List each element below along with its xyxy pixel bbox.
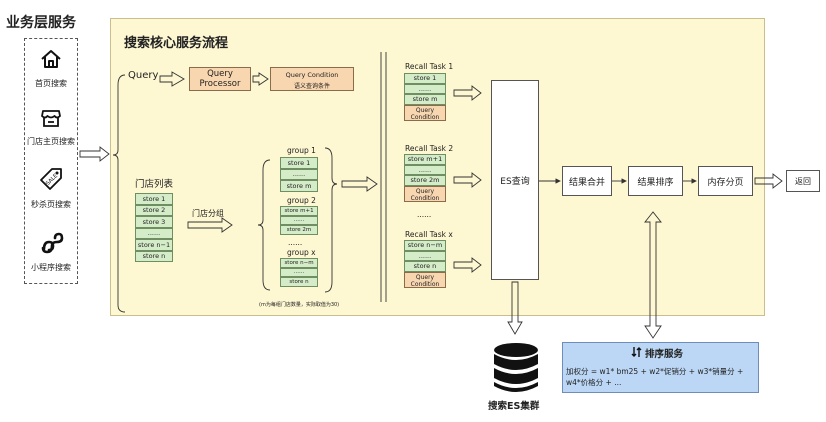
biz-item-mini-program-search: 小程序搜索 (31, 263, 71, 272)
group-row: ...... (280, 267, 318, 277)
arrow-recall1-es (453, 85, 482, 101)
recall-row: ...... (404, 83, 446, 94)
recall-row: ...... (404, 250, 446, 261)
group-row: store 1 (280, 157, 318, 169)
arrow-processor-condition (252, 72, 269, 86)
recall-condition: Query Condition (404, 185, 446, 202)
recall-task-x: store n−m ...... store n Query Condition (404, 240, 446, 288)
paging-box: 内存分页 (698, 166, 753, 196)
recall-condition: Query Condition (404, 104, 446, 121)
query-label: Query (128, 70, 159, 81)
group-row: ...... (280, 215, 318, 225)
recall-row: store m (404, 94, 446, 105)
core-flow-title: 搜索核心服务流程 (124, 36, 229, 51)
query-processor-box: Query Processor (189, 67, 251, 91)
recall-task-title: Recall Task 2 (405, 144, 454, 153)
rank-formula-line2: w4*价格分 + ... (566, 378, 622, 387)
rank-service-box (562, 342, 759, 393)
biz-item-home-search: 首页搜索 (35, 79, 67, 88)
arrow-business-to-core (79, 146, 110, 162)
recall-condition-line: Query (415, 273, 435, 281)
group-ellipsis: ...... (288, 238, 303, 247)
group-2-table: store m+1 ...... store 2m (280, 206, 318, 235)
biz-item-sale-search: 秒杀页搜索 (31, 200, 71, 209)
rank-service-title: 排序服务 (645, 349, 684, 360)
store-icon (41, 110, 61, 127)
recall-condition-line: Query (415, 106, 435, 114)
group-title: group 2 (287, 196, 316, 205)
es-query-box: ES查询 (491, 80, 539, 280)
brace-groups (257, 159, 271, 291)
group-row: store n−m (280, 258, 318, 268)
database-icon (494, 343, 538, 392)
recall-ellipsis: ...... (417, 210, 432, 219)
arrow-es-cluster (507, 281, 523, 335)
recall-row: store 1 (404, 73, 446, 84)
group-row: store 2m (280, 225, 318, 235)
es-cluster-label: 搜索ES集群 (488, 401, 540, 412)
arrow-to-recall (341, 176, 378, 192)
arrow-rank-service (644, 211, 662, 339)
arrow-grouping (187, 217, 233, 233)
arrow-paging-return (754, 173, 783, 189)
recall-task-title: Recall Task 1 (405, 62, 454, 71)
group-row: store m+1 (280, 206, 318, 216)
group-title: group 1 (287, 146, 316, 155)
group-x-table: store n−m ...... store n (280, 258, 318, 287)
business-layer-title: 业务层服务 (6, 15, 76, 31)
recall-condition: Query Condition (404, 271, 446, 288)
recall-condition-line: Condition (410, 194, 440, 202)
merge-box: 结果合并 (562, 166, 612, 196)
store-list-row: store n (135, 250, 173, 262)
store-list-row: store 3 (135, 216, 173, 228)
sort-icon (631, 347, 642, 357)
group-1-table: store 1 ...... store m (280, 157, 318, 192)
recall-condition-line: Condition (410, 113, 440, 121)
home-icon (41, 50, 61, 68)
query-condition-title: Query Condition (285, 71, 339, 79)
arrow-recallx-es (453, 257, 482, 273)
group-row: store n (280, 277, 318, 287)
grouping-label: 门店分组 (192, 209, 224, 218)
recall-task-2: store m+1 ...... store 2m Query Conditio… (404, 154, 446, 202)
group-note: (m为每组门店数量，实际取值为30) (259, 302, 340, 308)
recall-row: store n (404, 261, 446, 272)
brace-groups-right (324, 147, 338, 293)
rank-formula-line1: 加权分 = w1* bm25 + w2*促销分 + w3*销量分 + (566, 367, 744, 376)
business-layer-box (24, 38, 78, 284)
arrow-recall2-es (453, 172, 482, 188)
recall-row: ...... (404, 164, 446, 175)
store-list-row: store 2 (135, 204, 173, 216)
group-title: group x (287, 248, 316, 257)
group-row: ...... (280, 168, 318, 180)
recall-task-1: store 1 ...... store m Query Condition (404, 73, 446, 121)
recall-row: store 2m (404, 175, 446, 186)
query-condition-box: Query Condition 语义查询条件 (270, 67, 354, 91)
query-condition-subtitle: 语义查询条件 (293, 83, 330, 90)
store-list-row: ...... (135, 227, 173, 239)
arrow-query-processor (159, 71, 185, 87)
mini-program-icon (41, 232, 64, 254)
store-list-title: 门店列表 (135, 179, 174, 190)
brace-left (112, 74, 126, 313)
biz-item-store-search: 门店主页搜索 (27, 137, 75, 146)
recall-condition-line: Condition (410, 280, 440, 288)
recall-row: store n−m (404, 240, 446, 251)
store-list: store 1 store 2 store 3 ...... store n−1… (135, 193, 173, 262)
recall-row: store m+1 (404, 154, 446, 165)
store-list-row: store n−1 (135, 239, 173, 251)
return-box: 返回 (786, 170, 820, 192)
recall-condition-line: Query (415, 187, 435, 195)
rank-box: 结果排序 (628, 166, 683, 196)
group-row: store m (280, 180, 318, 192)
sale-tag-icon: SALE (40, 168, 62, 190)
recall-task-title: Recall Task x (405, 230, 453, 239)
store-list-row: store 1 (135, 193, 173, 205)
